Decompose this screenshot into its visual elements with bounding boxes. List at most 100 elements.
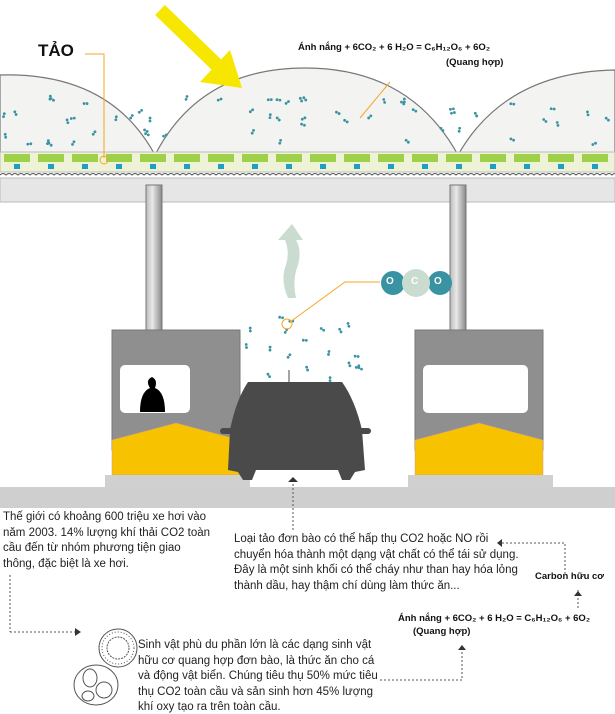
nozzle: [490, 164, 496, 169]
co2-particle: [343, 118, 349, 124]
algae-cell: [174, 154, 200, 162]
co2-particle: [184, 95, 189, 101]
co2-particle: [69, 116, 76, 120]
algae-cell: [208, 154, 234, 162]
co2-particle: [400, 100, 406, 106]
nozzle: [184, 164, 190, 169]
car: [220, 370, 371, 480]
road: [0, 487, 615, 508]
co2-particle: [300, 116, 307, 121]
co2-particle: [65, 118, 70, 125]
algae-cell: [38, 154, 64, 162]
canopy-domes: [0, 67, 615, 156]
algae-cell: [480, 154, 506, 162]
co2-particle: [148, 116, 152, 123]
nozzle: [14, 164, 20, 169]
algae-cell: [412, 154, 438, 162]
canopy-slab: [0, 177, 615, 203]
co2-particle: [91, 130, 97, 136]
algae-cell: [514, 154, 540, 162]
sunlight-arrow: [155, 4, 242, 88]
photosynthesis-equation-bottom: Ánh nắng + 6CO₂ + 6 H₂O = C₆H₁₂O₆ + 6O₂: [398, 613, 591, 624]
leader-lines: [85, 53, 391, 330]
co2-particle: [278, 138, 282, 145]
co2-particle: [250, 129, 255, 135]
nozzle: [320, 164, 326, 169]
molecule-atom-o1: O: [386, 276, 394, 287]
column-right: [449, 184, 467, 331]
co2-particle: [328, 376, 332, 382]
booth-left: [105, 329, 250, 488]
co2-particle: [305, 365, 309, 372]
algae-label: TẢO: [38, 41, 74, 60]
nozzle: [354, 164, 360, 169]
algae-cell: [310, 154, 336, 162]
co2-particle: [367, 114, 373, 120]
co2-particle: [275, 116, 281, 122]
co2-particle: [298, 96, 304, 103]
co2-particle: [248, 326, 252, 333]
nozzle: [150, 164, 156, 169]
booth-right: [408, 329, 553, 488]
co2-particle: [357, 366, 363, 371]
algae-cell: [242, 154, 268, 162]
flow-connectors: [9, 480, 579, 681]
co2-particle: [338, 327, 343, 334]
molecule-atom-o2: O: [434, 276, 442, 287]
wave-layer: [0, 173, 615, 176]
co2-particle: [266, 98, 273, 102]
co2-particle: [244, 343, 248, 349]
nozzle: [48, 164, 54, 169]
nozzle: [456, 164, 462, 169]
co2-particle: [549, 107, 556, 111]
algae-cell: [582, 154, 608, 162]
column-left: [145, 184, 163, 331]
co2-particle: [71, 140, 76, 146]
co2-particle: [347, 361, 352, 368]
co2-particle: [248, 108, 255, 114]
nozzle: [286, 164, 292, 169]
co2-particle: [473, 111, 479, 118]
co2-particle: [353, 354, 360, 358]
co2-particle: [591, 141, 597, 146]
rising-co2-arrow: [278, 224, 303, 298]
co2-particle: [144, 132, 150, 137]
co2-particle: [266, 372, 272, 379]
algae-cell: [72, 154, 98, 162]
co2-particle: [542, 118, 548, 123]
nozzle: [592, 164, 598, 169]
co2-particle: [2, 112, 6, 119]
photosynthesis-equation-top: Ánh nắng + 6CO₂ + 6 H₂O = C₆H₁₂O₆ + 6O₂: [298, 42, 491, 53]
co2-particle: [411, 108, 418, 113]
algae-cell: [140, 154, 166, 162]
co2-particle: [555, 121, 560, 127]
co2-particle: [82, 102, 89, 105]
co2-particles: [2, 94, 610, 395]
organic-carbon-label: Carbon hữu cơ: [535, 571, 605, 582]
co2-particle: [302, 96, 308, 102]
co2-particle: [216, 97, 223, 102]
co2-particle: [509, 137, 515, 142]
co2-particle: [143, 128, 149, 133]
co2-particle: [404, 138, 410, 144]
co2-particle: [137, 108, 144, 114]
photosynthesis-note-bottom: (Quang hợp): [413, 626, 471, 637]
algae-absorption-text: Loại tảo đơn bào có thể hấp thụ CO2 hoặc…: [234, 533, 519, 592]
co2-particle: [162, 133, 168, 138]
attendant-silhouette: [140, 377, 165, 412]
molecule-atom-c: C: [411, 276, 419, 287]
co2-particle: [382, 98, 387, 104]
algae-cell: [378, 154, 404, 162]
co2-particle: [586, 110, 590, 117]
co2-particle: [49, 97, 55, 102]
cars-emission-text: Thế giới có khoảng 600 triệu xe hơi vào …: [3, 511, 211, 570]
co2-particle: [13, 110, 18, 116]
co2-particle: [278, 315, 285, 320]
nozzle: [388, 164, 394, 169]
co2-particle: [457, 126, 462, 133]
algae-cell: [4, 154, 30, 162]
nozzle: [252, 164, 258, 169]
co2-particle: [604, 116, 610, 122]
